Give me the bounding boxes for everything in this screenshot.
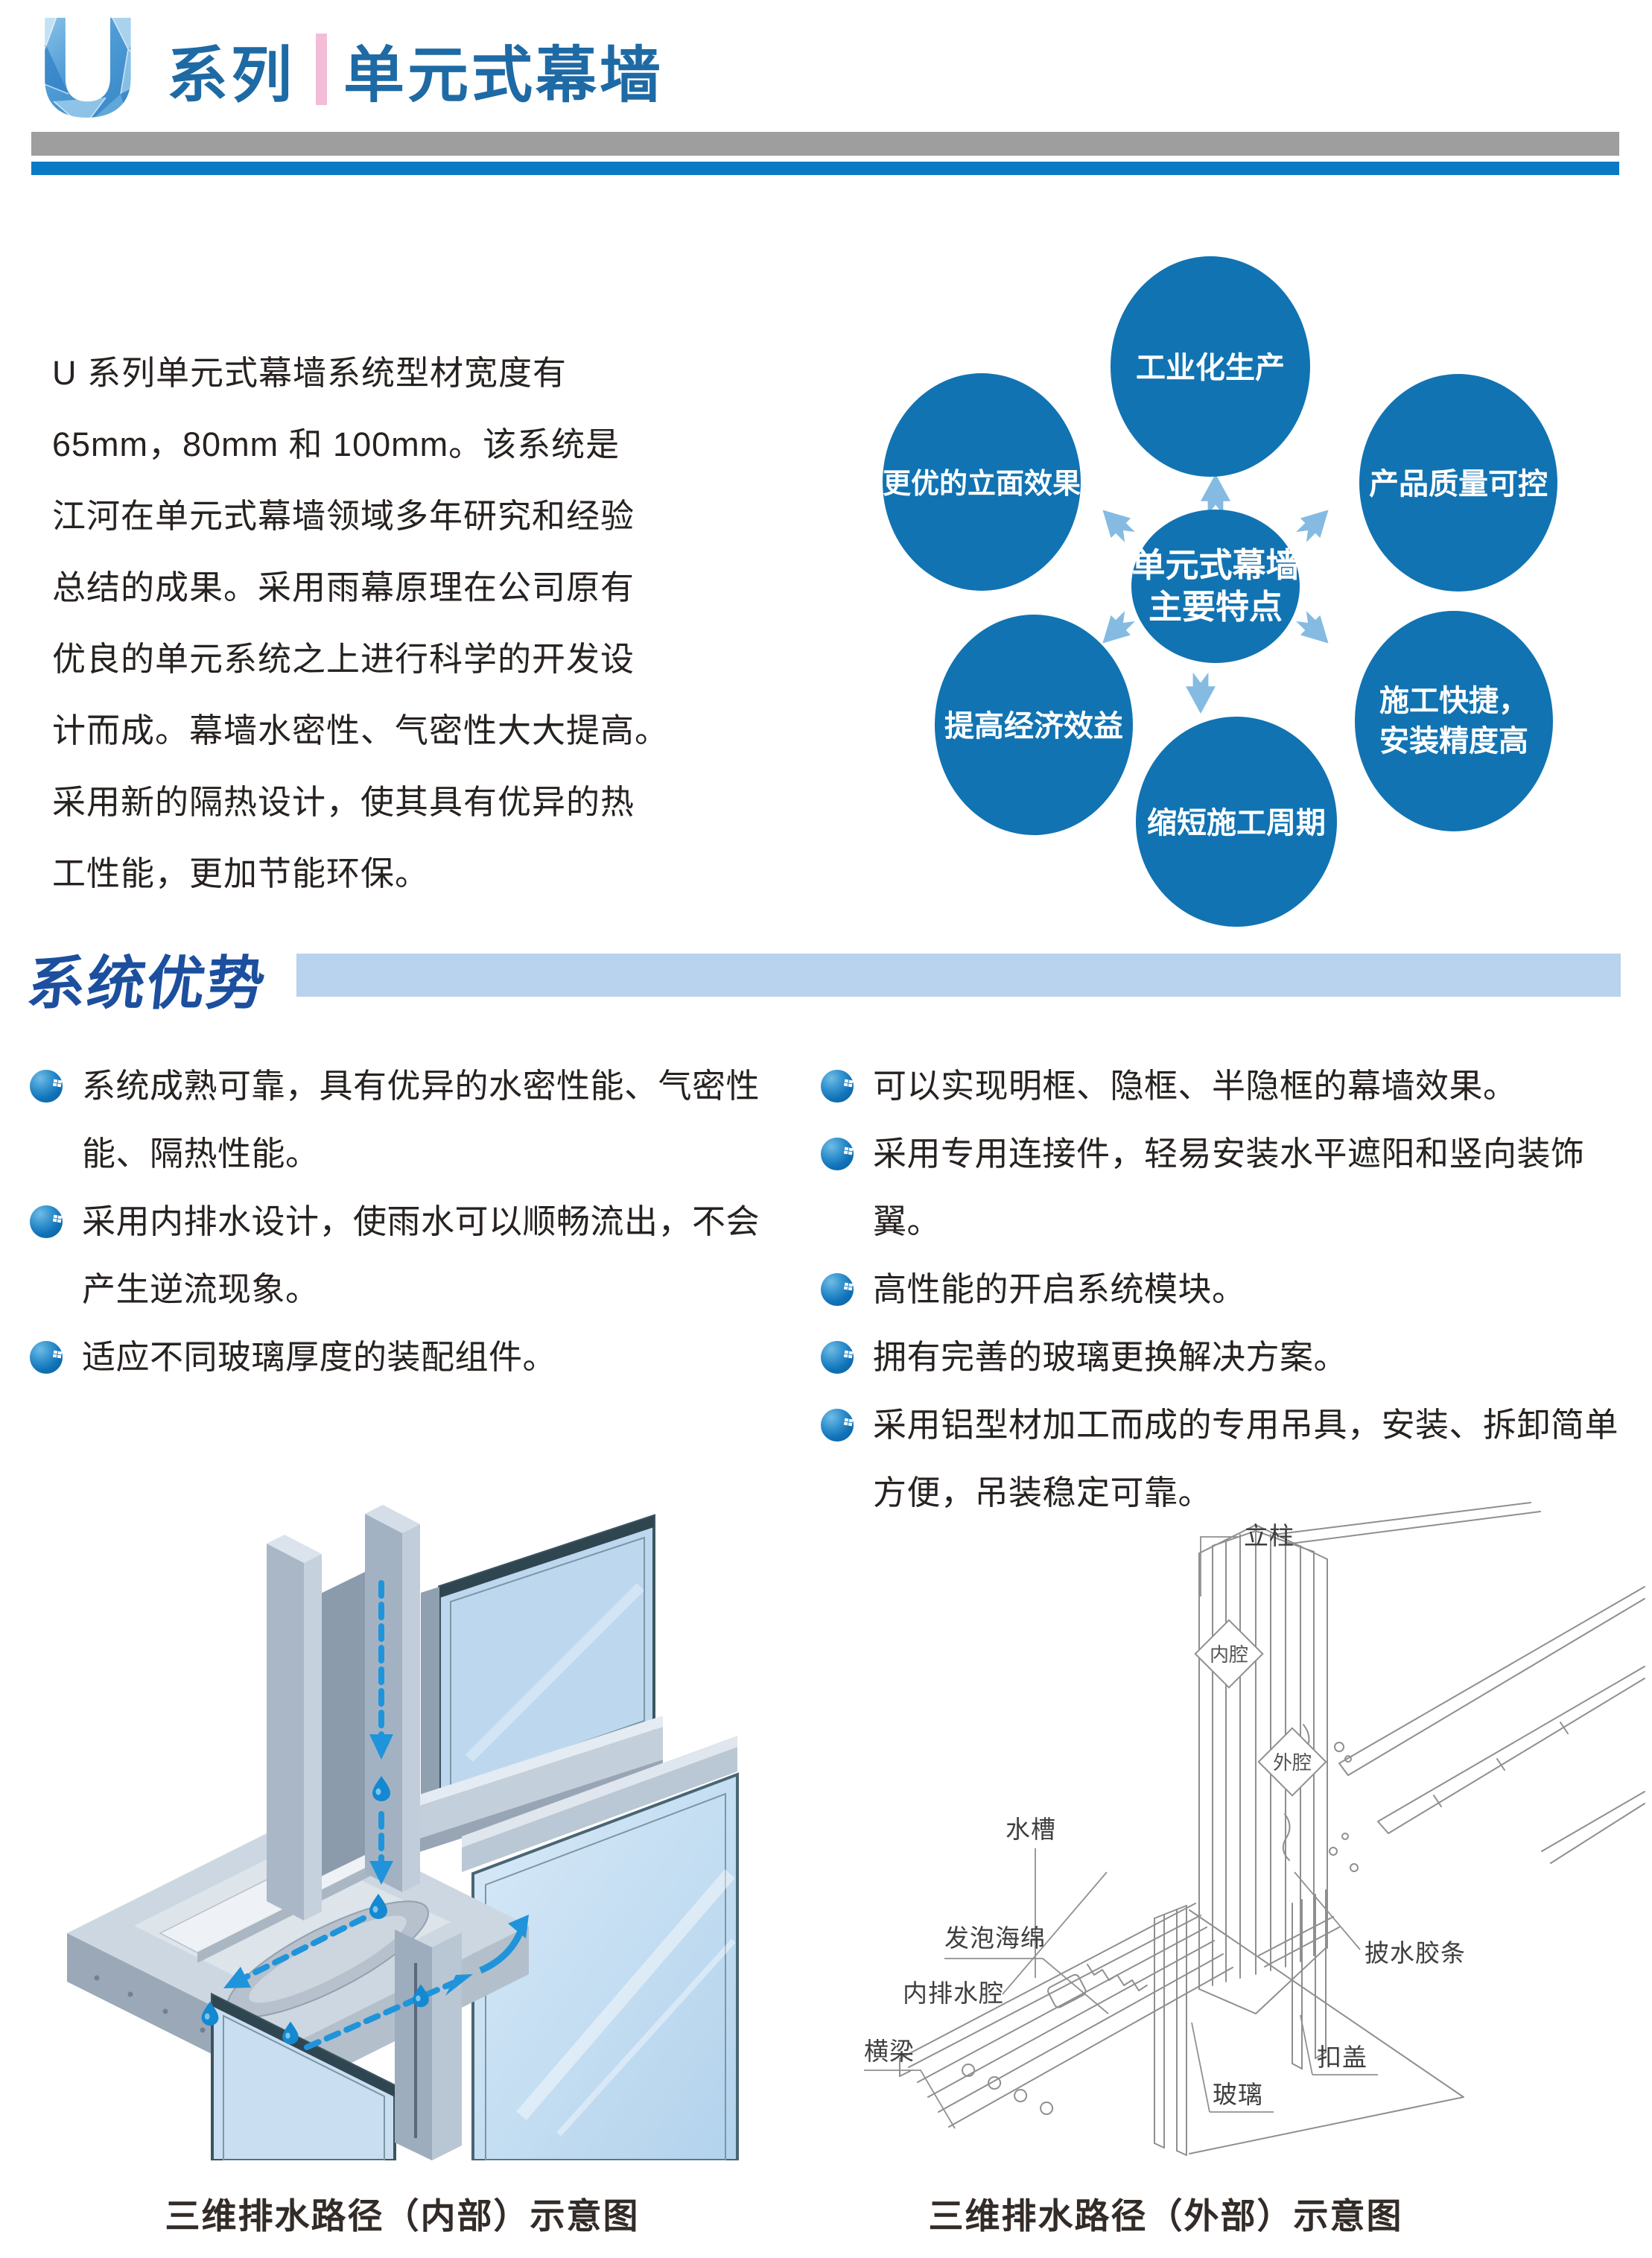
feature-circle-schedule xyxy=(1136,717,1337,927)
gutter-label: 水槽 xyxy=(1006,1815,1056,1843)
u-series-logo: U xyxy=(36,4,140,133)
beam-label: 横梁 xyxy=(864,2037,915,2065)
right-panels xyxy=(1273,1502,1645,1864)
feature-label-industrial: 工业化生产 xyxy=(1136,352,1285,384)
advantage-text: 系统成熟可靠，具有优异的水密性能、气密性 能、隔热性能。 xyxy=(82,1067,760,1173)
advantages-right-column: 可以实现明框、隐框、半隐框的幕墙效果。 采用专用连接件，轻易安装水平遮阳和竖向装… xyxy=(821,1052,1649,1526)
bullet-sphere-icon xyxy=(30,1205,63,1238)
advantage-text: 采用内排水设计，使雨水可以顺畅流出，不会 产生逆流现象。 xyxy=(82,1202,760,1308)
bullet-sphere-icon xyxy=(821,1273,854,1306)
section-title-bar xyxy=(296,954,1621,997)
caption-external-diagram: 三维排水路径（外部）示意图 xyxy=(928,2196,1403,2236)
feature-circle-economic xyxy=(935,615,1133,835)
lower-left-glass-panel xyxy=(211,1992,396,2160)
lower-right-glass-unit xyxy=(462,1736,739,2160)
glass-pane-lines xyxy=(1154,1905,1464,2156)
features-diagram: 工业化生产 更优的立面效果 产品质量可控 单元式幕墙 主要特点 提高经济效益 施… xyxy=(883,256,1557,927)
inner-cavity-label: 内腔 xyxy=(1210,1643,1248,1666)
internal-drainage-3d-render xyxy=(67,1505,739,2160)
cover-cap-lines xyxy=(1292,1889,1327,2070)
feature-label-schedule: 缩短施工周期 xyxy=(1147,807,1326,840)
inner-drain-label: 内排水腔 xyxy=(903,1979,1004,2007)
advantage-item: 采用内排水设计，使雨水可以顺畅流出，不会 产生逆流现象。 xyxy=(30,1187,808,1323)
caption-internal-diagram: 三维排水路径（内部）示意图 xyxy=(165,2196,640,2236)
foam-label: 发泡海绵 xyxy=(944,1924,1046,1952)
advantages-left-column: 系统成熟可靠，具有优异的水密性能、气密性 能、隔热性能。 采用内排水设计，使雨水… xyxy=(30,1052,808,1391)
advantage-text: 采用铝型材加工而成的专用吊具，安装、拆卸简单 方便，吊装稳定可靠。 xyxy=(873,1406,1619,1512)
outer-cavity-label: 外腔 xyxy=(1273,1751,1312,1774)
drainage-path-arrows xyxy=(237,1580,456,2050)
upper-glass-panel xyxy=(421,1514,655,1809)
feature-label-economic: 提高经济效益 xyxy=(944,710,1123,743)
cavity-tags: 内腔 外腔 xyxy=(1194,1619,1327,1797)
advantage-item: 系统成熟可靠，具有优异的水密性能、气密性 能、隔热性能。 xyxy=(30,1052,808,1187)
bullet-sphere-icon xyxy=(821,1070,854,1103)
feature-label-center-1: 单元式幕墙 xyxy=(1131,546,1299,584)
feature-circle-quality xyxy=(1359,374,1557,592)
section-title: 系统优势 xyxy=(24,951,270,1016)
intro-paragraph: U 系列单元式幕墙系统型材宽度有 65mm，80mm 和 100mm。该系统是 … xyxy=(52,354,670,892)
bullet-sphere-icon xyxy=(30,1070,63,1103)
title-separator xyxy=(316,34,328,105)
advantage-text: 拥有完善的玻璃更换解决方案。 xyxy=(873,1338,1348,1376)
transom-sill xyxy=(417,1716,663,1853)
beam-lines xyxy=(899,1903,1340,2128)
leader-lines xyxy=(864,1536,1378,2129)
vertical-mullion xyxy=(267,1505,420,1921)
external-drainage-line-drawing: 内腔 外腔 立柱 水槽 发泡海绵 横梁 披水胶条 内排水腔 扣盖 玻璃 xyxy=(864,1502,1645,2156)
advantage-text: 采用专用连接件，轻易安装水平遮阳和竖向装饰翼。 xyxy=(873,1135,1585,1240)
advantage-item: 适应不同玻璃厚度的装配组件。 xyxy=(30,1323,808,1391)
advantage-item: 高性能的开启系统模块。 xyxy=(821,1255,1649,1323)
advantage-item: 拥有完善的玻璃更换解决方案。 xyxy=(821,1323,1649,1391)
advantage-text: 高性能的开启系统模块。 xyxy=(873,1270,1246,1308)
title-product: 单元式幕墙 xyxy=(343,41,664,110)
feature-arrows xyxy=(1102,473,1329,714)
advantage-item: 采用铝型材加工而成的专用吊具，安装、拆卸简单 方便，吊装稳定可靠。 xyxy=(821,1391,1649,1526)
cap-label: 扣盖 xyxy=(1317,2043,1367,2071)
drip-gasket-label: 披水胶条 xyxy=(1365,1939,1466,1967)
advantage-text: 可以实现明框、隐框、半隐框的幕墙效果。 xyxy=(873,1067,1517,1105)
feature-circle-center xyxy=(1131,510,1300,663)
feature-label-quality: 产品质量可控 xyxy=(1369,468,1548,501)
bullet-sphere-icon xyxy=(821,1409,854,1442)
figure-labels: 立柱 水槽 发泡海绵 横梁 披水胶条 内排水腔 扣盖 玻璃 xyxy=(864,1522,1466,2108)
advantage-item: 可以实现明框、隐框、半隐框的幕墙效果。 xyxy=(821,1052,1649,1120)
advantage-item: 采用专用连接件，轻易安装水平遮阳和竖向装饰翼。 xyxy=(821,1120,1649,1255)
page-title: 系列 单元式幕墙 xyxy=(167,13,664,125)
bullet-sphere-icon xyxy=(821,1341,854,1374)
feature-label-fast-1: 施工快捷， xyxy=(1379,685,1528,717)
drainage-arrowheads xyxy=(223,1734,529,1996)
blue-divider-bar xyxy=(31,162,1619,175)
feature-circle-facade xyxy=(883,373,1081,591)
mullion-below-tray xyxy=(395,1929,462,2160)
mullion-label: 立柱 xyxy=(1244,1522,1294,1550)
title-series: 系列 xyxy=(167,41,296,110)
advantage-text: 适应不同玻璃厚度的装配组件。 xyxy=(82,1338,557,1376)
bullet-sphere-icon xyxy=(821,1138,854,1170)
feature-circle-industrial xyxy=(1111,256,1310,477)
bullet-sphere-icon xyxy=(30,1341,63,1374)
gray-divider-bar xyxy=(31,132,1619,156)
feature-label-facade: 更优的立面效果 xyxy=(883,469,1081,500)
logo-facets xyxy=(36,4,140,133)
glass-label: 玻璃 xyxy=(1213,2081,1263,2108)
feature-label-fast-2: 安装精度高 xyxy=(1379,725,1528,758)
feature-circle-fast-install xyxy=(1355,611,1553,831)
feature-label-center-2: 主要特点 xyxy=(1149,588,1283,626)
